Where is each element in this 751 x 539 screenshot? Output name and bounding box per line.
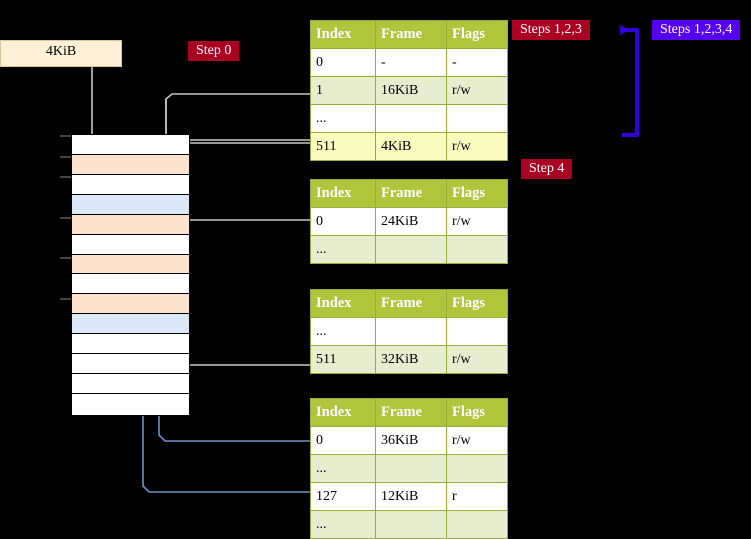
size-box-4kib: 4KiB [0,40,122,67]
table-cell: 36KiB [375,426,447,455]
physical-memory-column [71,134,190,416]
table-cell: r/w [446,132,508,161]
table-row: ... [310,235,508,264]
table-cell: r/w [446,76,508,105]
memory-frame-row [72,314,189,335]
table-cell [446,317,508,346]
column-header-flags: Flags [446,179,508,208]
memory-frame-row [72,154,189,175]
table-cell: 511 [310,345,376,374]
table-cell [446,510,508,539]
column-header-index: Index [310,179,376,208]
connector-memrow-to-l4b [179,142,310,161]
table-cell: 16KiB [375,76,447,105]
table-cell [446,235,508,264]
table-cell: 32KiB [375,345,447,374]
memory-frame-row [72,174,189,195]
table-cell: ... [310,454,376,483]
memory-frame-row [72,394,189,414]
table-cell: r/w [446,207,508,236]
table-cell [375,510,447,539]
table-cell [375,317,447,346]
connector-steps-violet-arrow [618,24,639,137]
memory-frame-row [72,274,189,295]
table-cell [375,454,447,483]
table-row: ... [310,104,508,133]
connector-l3-row0-to-memory [179,219,310,267]
table-row: ... [310,454,508,483]
table-cell: 1 [310,76,376,105]
table-cell [375,235,447,264]
table-cell [446,454,508,483]
column-header-frame: Frame [375,20,447,49]
column-header-index: Index [310,289,376,318]
table-cell [446,104,508,133]
table-cell: 0 [310,207,376,236]
memory-frame-row [72,234,189,255]
column-header-index: Index [310,20,376,49]
memory-frame-row [72,354,189,375]
memory-frame-row [72,374,189,395]
memory-frame-row [72,334,189,355]
column-header-frame: Frame [375,289,447,318]
memory-frame-row [72,135,189,155]
table-cell: 24KiB [375,207,447,236]
badge-steps-123: Steps 1,2,3 [512,20,590,41]
table-row: ... [310,510,508,539]
table-cell: 4KiB [375,132,447,161]
badge-step-4: Step 4 [521,159,573,180]
table-cell: ... [310,235,376,264]
memory-frame-row [72,214,189,235]
column-header-index: Index [310,398,376,427]
memory-frame-row [72,254,189,275]
table-cell: ... [310,104,376,133]
table-cell: - [375,48,447,77]
badge-steps-1234: Steps 1,2,3,4 [652,20,741,41]
table-cell: ... [310,510,376,539]
table-cell: 0 [310,426,376,455]
table-cell: r/w [446,345,508,374]
column-header-flags: Flags [446,289,508,318]
column-header-frame: Frame [375,179,447,208]
column-header-flags: Flags [446,398,508,427]
table-cell: r/w [446,426,508,455]
memory-frame-row [72,194,189,215]
table-row: ... [310,317,508,346]
table-cell [375,104,447,133]
connector-l2-511-to-memory [167,321,310,366]
table-cell: 12KiB [375,482,447,511]
diagram-canvas: 4KiB Step 0 Steps 1,2,3 Steps 1,2,3,4 St… [0,20,741,539]
table-row: 0-- [310,48,508,77]
badge-step-0: Step 0 [188,41,240,62]
table-cell: r [446,482,508,511]
column-header-flags: Flags [446,20,508,49]
table-cell: ... [310,317,376,346]
table-cell: 0 [310,48,376,77]
table-cell: - [446,48,508,77]
table-cell: 511 [310,132,376,161]
table-cell: 127 [310,482,376,511]
column-header-frame: Frame [375,398,447,427]
memory-frame-row [72,294,189,315]
